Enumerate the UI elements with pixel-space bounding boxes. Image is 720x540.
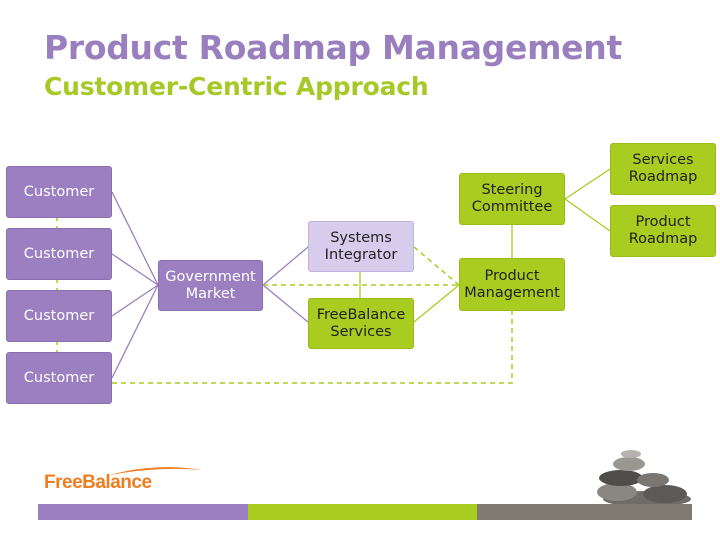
- page-subtitle: Customer-Centric Approach: [44, 72, 429, 101]
- customer-node-2: Customer: [6, 228, 112, 280]
- connector-integrator-product-mgmt: [413, 246, 460, 286]
- customer-to-market-lines: [111, 191, 309, 379]
- connector-steering-services-roadmap: [564, 168, 611, 200]
- stacked-stones-image: [597, 450, 691, 507]
- footer-bar-gray: [477, 504, 692, 520]
- government-market-node: Government Market: [158, 260, 263, 311]
- green-solid-lines: [359, 168, 611, 323]
- customer-node-4: Customer: [6, 352, 112, 404]
- connector-services-product-mgmt: [413, 284, 460, 323]
- systems-integrator-node: Systems Integrator: [308, 221, 414, 272]
- green-dashed-lines: [112, 246, 513, 384]
- connector-customer2-market: [111, 253, 159, 286]
- connector-customer3-market: [111, 284, 159, 317]
- page-title: Product Roadmap Management: [44, 28, 622, 67]
- freebalance-logo: FreeBalance: [44, 467, 202, 496]
- connector-customer1-market: [111, 191, 159, 286]
- services-roadmap-node: Services Roadmap: [610, 143, 716, 195]
- connector-steering-product-roadmap: [564, 198, 611, 232]
- product-roadmap-node: Product Roadmap: [610, 205, 716, 257]
- customer-node-3: Customer: [6, 290, 112, 342]
- connector-market-services: [262, 284, 309, 323]
- customer-node-1: Customer: [6, 166, 112, 218]
- footer-bar-green: [248, 504, 477, 520]
- connector-customer4-market: [111, 284, 159, 379]
- connector-market-integrator: [262, 246, 309, 286]
- product-management-node: Product Management: [459, 258, 565, 311]
- freebalance-services-node: FreeBalance Services: [308, 298, 414, 349]
- footer-bar-purple: [38, 504, 248, 520]
- connector-customer4-product-mgmt: [112, 311, 513, 384]
- logo-swoosh-icon: [106, 467, 202, 476]
- steering-committee-node: Steering Committee: [459, 173, 565, 225]
- logo-text: FreeBalance: [44, 472, 152, 493]
